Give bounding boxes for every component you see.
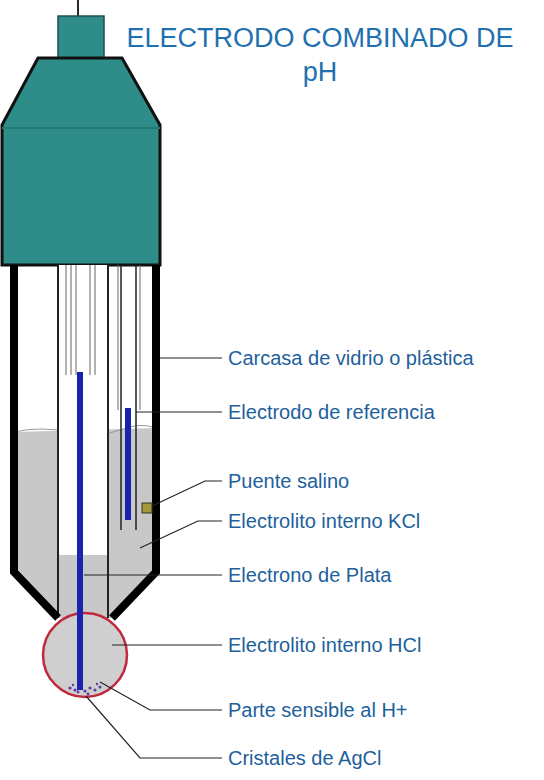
part-label: Cristales de AgCl xyxy=(226,747,383,770)
reference-tube xyxy=(120,265,122,530)
electrode-cap xyxy=(2,58,160,265)
outer-wall xyxy=(112,265,156,618)
part-label: Carcasa de vidrio o plástica xyxy=(226,347,476,370)
inner-tube-wall xyxy=(107,265,109,618)
title: ELECTRODO COMBINADO DE pH xyxy=(120,22,520,90)
reference-electrode xyxy=(125,408,131,520)
part-label: Electrolito interno KCl xyxy=(226,510,422,533)
glass-bulb xyxy=(43,613,127,697)
part-label: Parte sensible al H+ xyxy=(226,699,410,722)
outer-wall xyxy=(14,265,58,618)
salt-bridge xyxy=(142,503,152,513)
cap-edge xyxy=(2,127,160,129)
inner-tube-wall xyxy=(57,265,59,618)
leader-lines xyxy=(84,358,222,758)
connector xyxy=(58,16,104,58)
agcl-crystals xyxy=(68,683,101,696)
part-label: Electrolito interno HCl xyxy=(226,634,423,657)
silver-electrode xyxy=(77,372,83,690)
part-label: Electrono de Plata xyxy=(226,564,393,587)
reference-tube xyxy=(135,265,137,530)
part-label: Puente salino xyxy=(226,470,351,493)
part-label: Electrodo de referencia xyxy=(226,401,437,424)
